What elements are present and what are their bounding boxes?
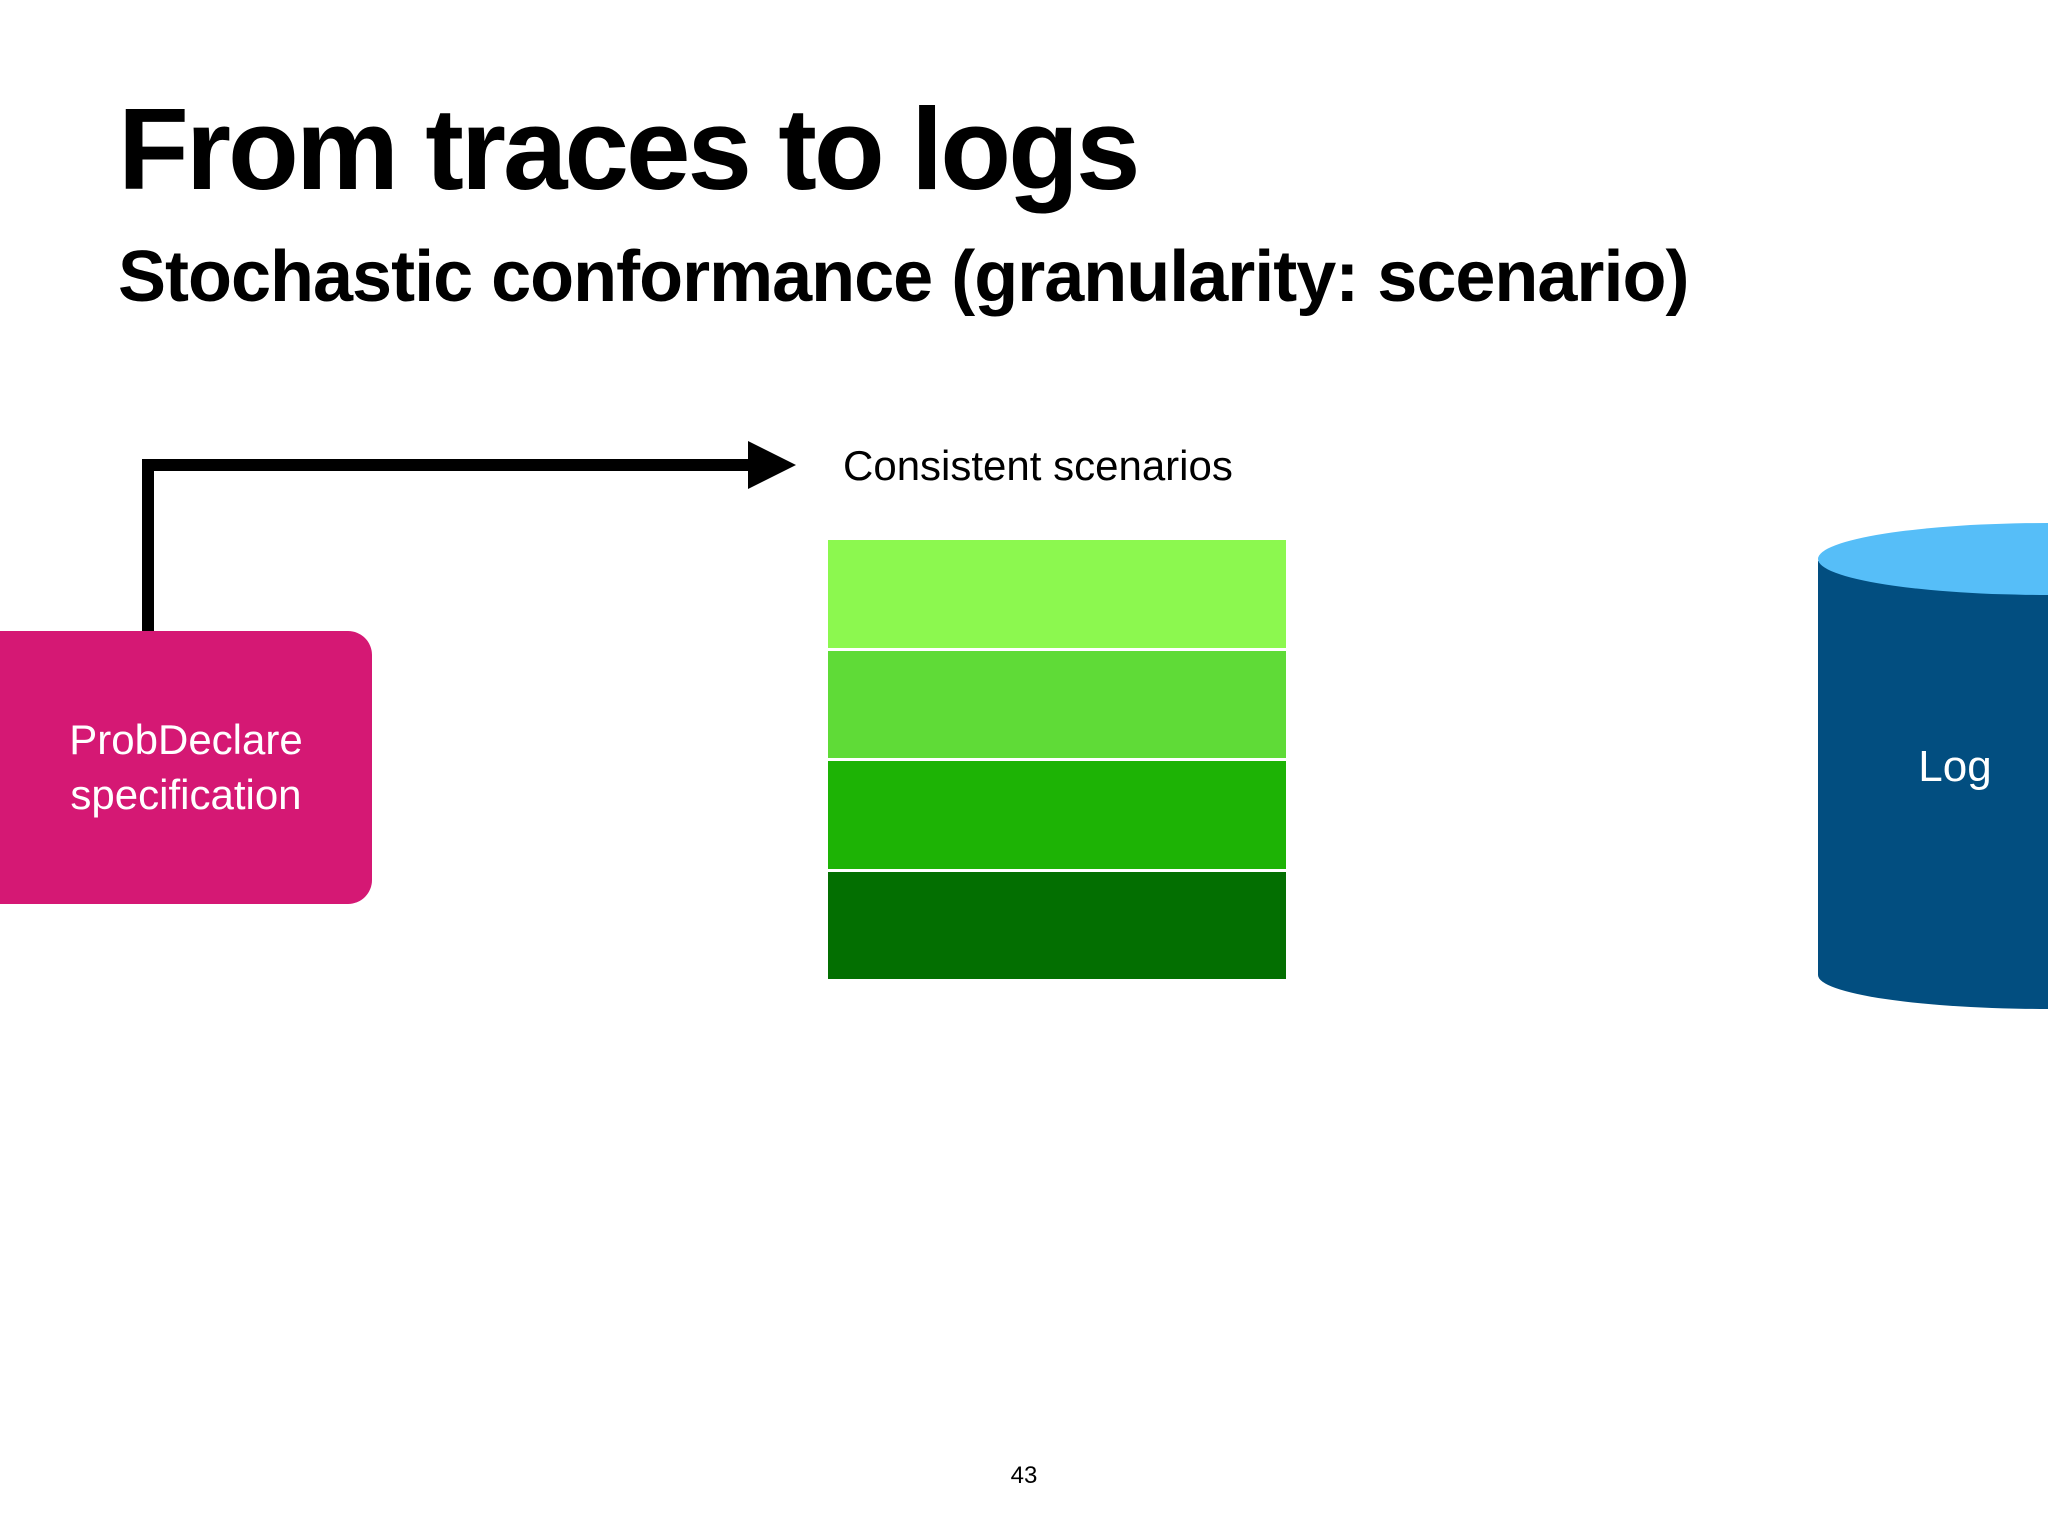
consistent-scenarios-label: Consistent scenarios — [843, 442, 1233, 489]
spec-label: ProbDeclare specification — [69, 713, 302, 822]
log-cylinder-top — [1818, 523, 2048, 595]
log-label: Log — [1918, 742, 1992, 791]
page-number: 43 — [1010, 1462, 1038, 1489]
slide-title: From traces to logs — [118, 84, 1140, 214]
scenario-block-2 — [828, 650, 1286, 761]
log-cylinder-body — [1818, 561, 2048, 1009]
arrow-line — [142, 459, 752, 632]
probdeclare-spec-box: ProbDeclare specification — [0, 631, 372, 904]
log-database-icon — [1818, 523, 2048, 1009]
scenario-stack — [828, 540, 1286, 979]
scenario-block-4 — [828, 871, 1286, 979]
spec-label-line2: specification — [70, 770, 302, 818]
spec-label-line1: ProbDeclare — [69, 715, 303, 763]
scenario-block-1 — [828, 540, 1286, 651]
scenario-block-3 — [828, 761, 1286, 872]
slide-subtitle: Stochastic conformance (granularity: sce… — [118, 237, 1689, 317]
arrow-head-icon — [748, 441, 796, 489]
